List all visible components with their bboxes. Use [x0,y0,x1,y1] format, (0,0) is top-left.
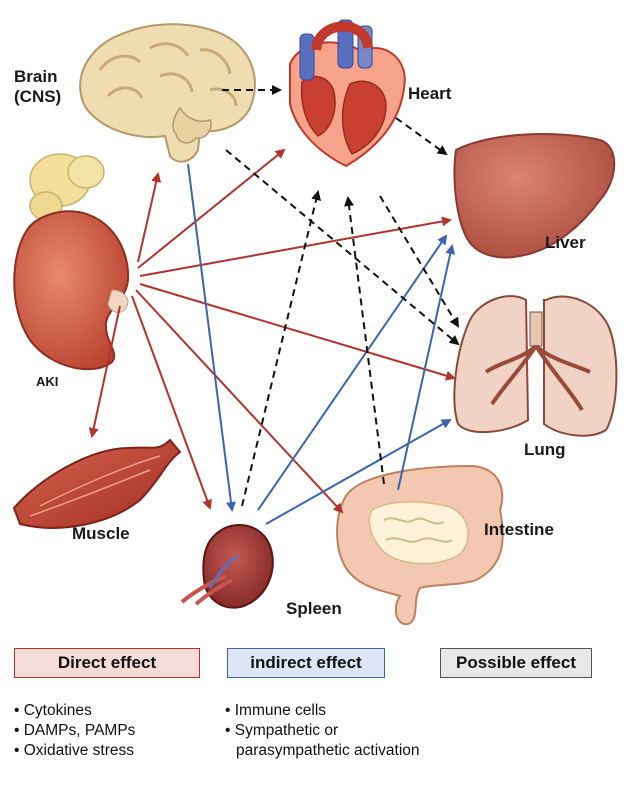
arrow-brain-to-lung [226,150,458,344]
kidney-label: AKI [36,374,58,389]
list-item: Sympathetic or parasympathetic activatio… [225,721,425,761]
heart-label: Heart [408,84,452,103]
brain-label-line2: (CNS) [14,87,61,106]
brain-label-line1: Brain [14,67,57,86]
legend-indirect-effect: indirect effect [227,648,385,678]
spleen-organ [182,525,273,608]
brain-label: Brain(CNS) [14,67,61,106]
muscle-label: Muscle [72,524,130,543]
arrow-intestine-to-heart [348,198,384,484]
arrow-spleen-to-heart [242,192,318,506]
liver-organ [455,134,615,257]
organ-crosstalk-diagram: Brain(CNS) Heart Liver AKI Lung Muscle I… [0,0,631,640]
liver-label: Liver [545,233,586,252]
intestine-label: Intestine [484,520,554,539]
list-item: Immune cells [225,701,425,721]
legend-possible-label: Possible effect [456,653,576,673]
legend-possible-effect: Possible effect [440,648,592,678]
arrow-heart-to-liver [396,118,446,154]
legend-direct-effect: Direct effect [14,648,200,678]
list-item: Cytokines [14,701,214,721]
kidney-organ [14,154,128,369]
list-item: DAMPs, PAMPs [14,721,214,741]
arrow-brain-to-spleen [188,164,232,510]
arrow-heart-to-lung [380,196,458,326]
intestine-organ [337,466,503,624]
arrow-kidney-to-lung [140,284,454,378]
arrow-intestine-to-liver [398,246,452,490]
brain-organ [80,24,255,161]
legend-direct-label: Direct effect [58,653,156,673]
direct-effect-list: Cytokines DAMPs, PAMPs Oxidative stress [14,701,214,761]
arrow-kidney-to-heart [138,150,284,268]
list-item: Oxidative stress [14,741,214,761]
indirect-effect-list: Immune cells Sympathetic or parasympathe… [225,701,425,761]
lung-organ [454,296,616,436]
heart-organ [290,20,405,166]
arrow-kidney-to-brain [138,174,158,262]
arrow-kidney-to-intestine [136,290,342,512]
muscle-organ [14,440,180,528]
legend-indirect-label: indirect effect [250,653,361,673]
spleen-label: Spleen [286,599,342,618]
lung-label: Lung [524,440,566,459]
